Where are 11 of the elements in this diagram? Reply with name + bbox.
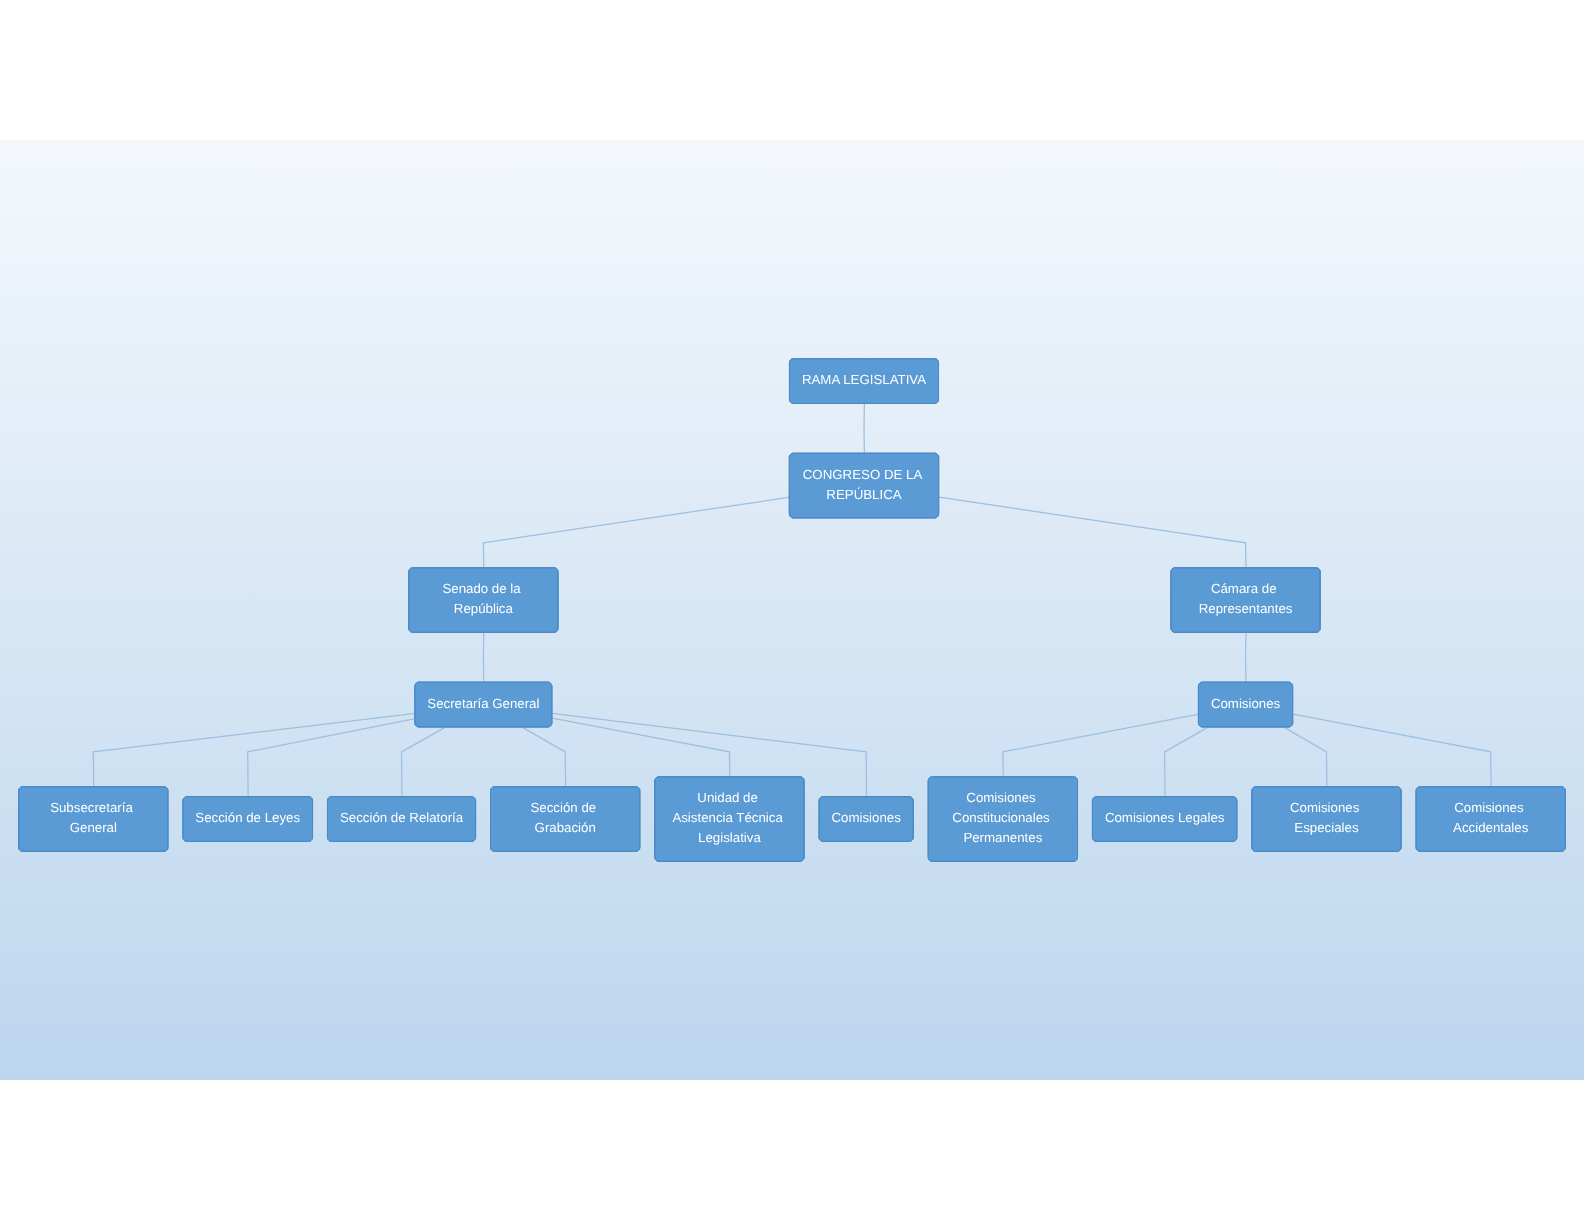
connector — [1292, 713, 1492, 788]
connector — [482, 632, 485, 684]
connector — [938, 496, 1247, 569]
connector — [551, 717, 731, 778]
connector — [247, 718, 416, 798]
connector — [92, 712, 416, 788]
connector — [482, 496, 791, 569]
connector — [1002, 713, 1200, 778]
connector — [551, 712, 868, 798]
connector — [1244, 632, 1247, 684]
connector — [863, 403, 866, 455]
